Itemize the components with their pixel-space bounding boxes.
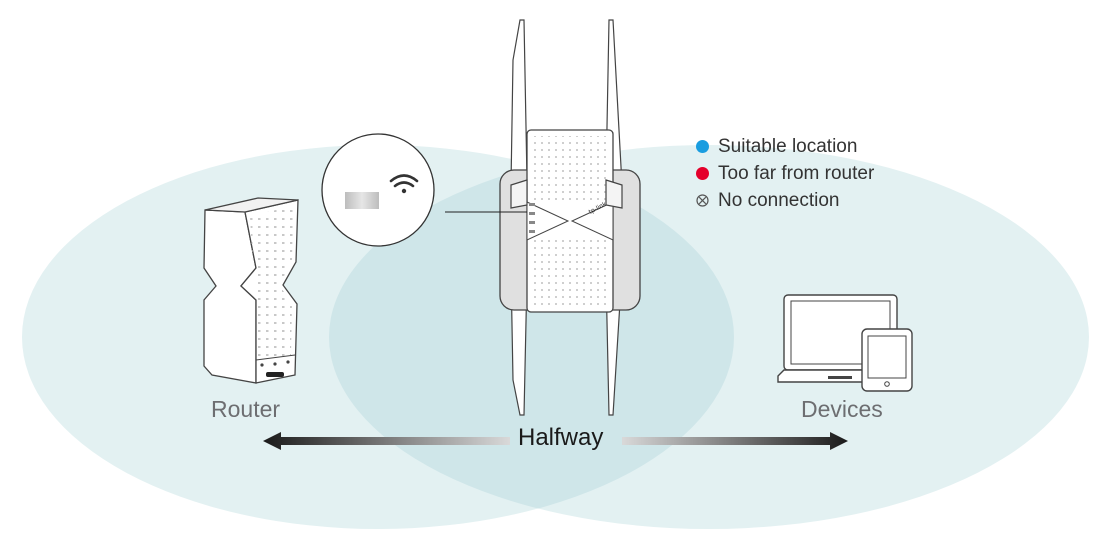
- devices-label: Devices: [801, 396, 883, 422]
- legend-label: Suitable location: [718, 135, 858, 157]
- no-connection-icon: [696, 194, 709, 207]
- router-device: [203, 197, 299, 384]
- red-dot-icon: [696, 167, 709, 180]
- arrow-left-icon: [263, 432, 510, 450]
- arrow-right-icon: [622, 432, 848, 450]
- laptop-and-tablet-devices: [777, 294, 913, 392]
- router-label: Router: [211, 396, 281, 422]
- legend-suitable-location: Suitable location: [696, 133, 874, 160]
- led-zoom-callout: [321, 133, 527, 247]
- range-extender: tp-link: [499, 129, 641, 313]
- legend-no-connection: No connection: [696, 187, 874, 214]
- led-indicator: [345, 192, 379, 209]
- blue-dot-icon: [696, 140, 709, 153]
- led-legend: Suitable location Too far from router No…: [696, 133, 874, 214]
- halfway-label: Halfway: [518, 424, 604, 451]
- legend-too-far: Too far from router: [696, 160, 874, 187]
- wifi-icon: [389, 174, 419, 194]
- legend-label: Too far from router: [718, 162, 875, 184]
- legend-label: No connection: [718, 189, 840, 211]
